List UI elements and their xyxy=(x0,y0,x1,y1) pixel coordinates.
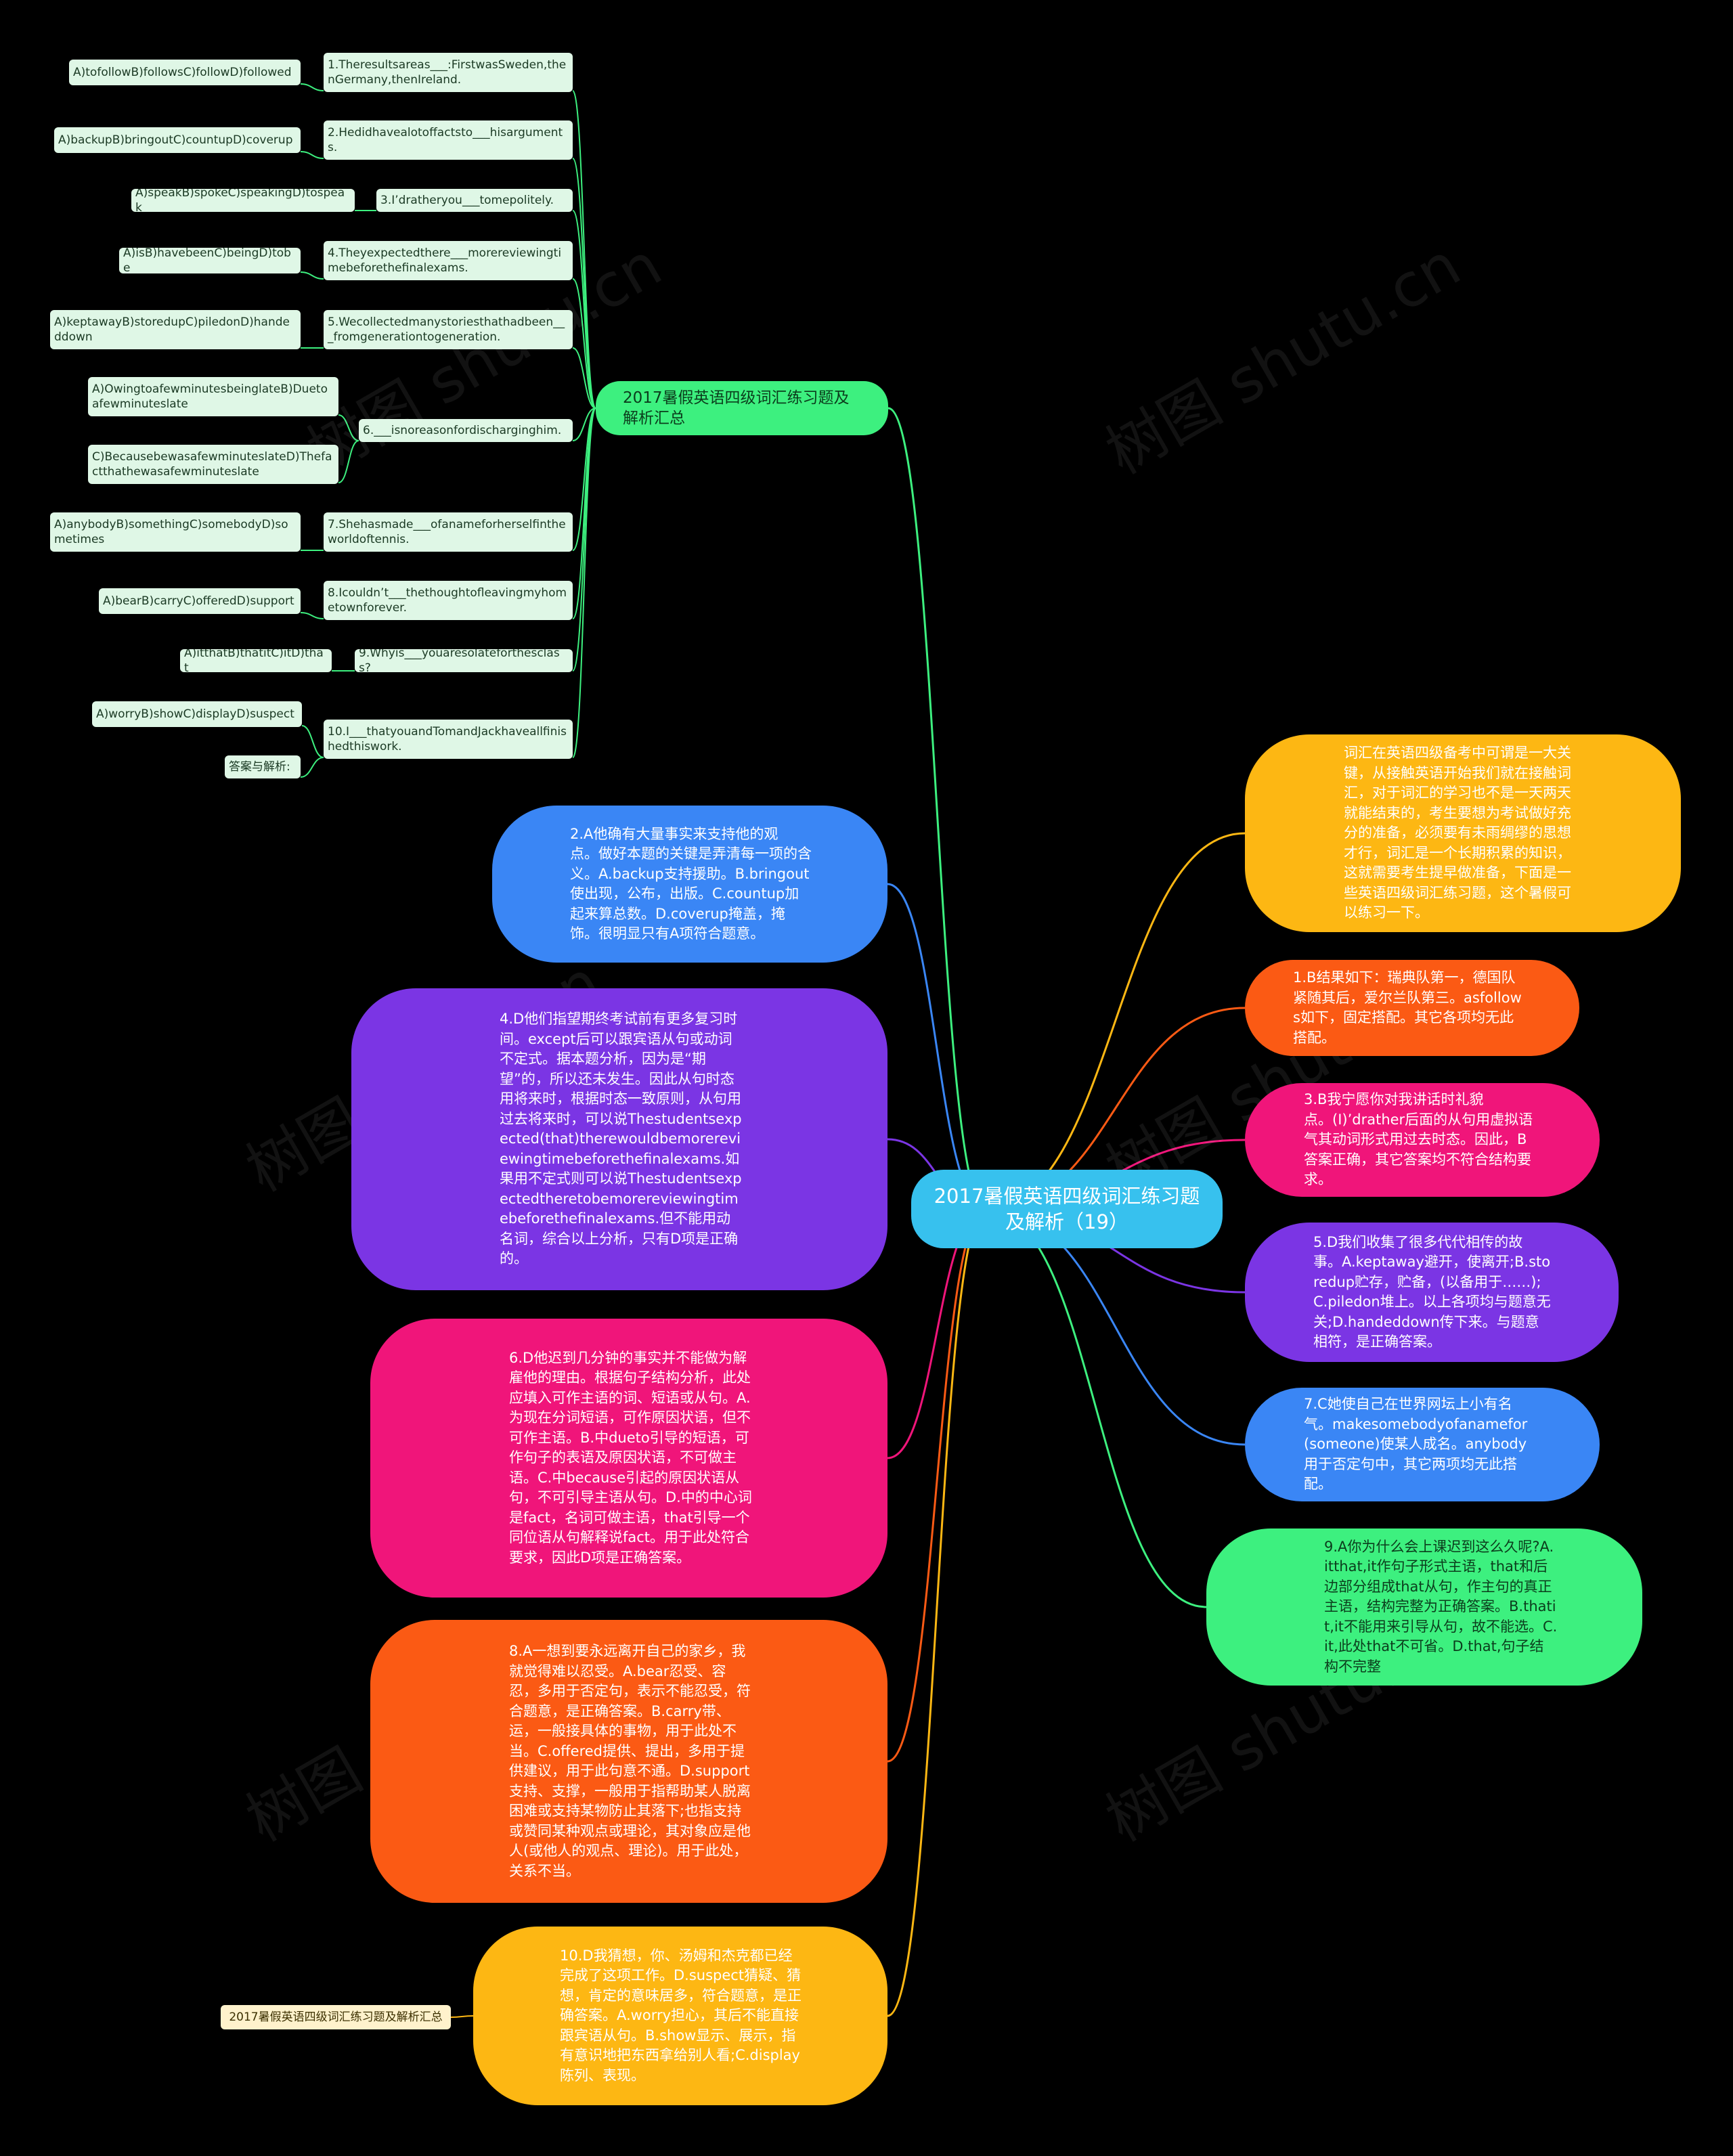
answer-bubble-4[interactable]: 4.D他们指望期终考试前有更多复习时间。except后可以跟宾语从句或动词不定… xyxy=(351,988,887,1290)
options-text: A)tofollowB)followsC)followD)followed xyxy=(73,65,292,80)
answer-bubble-1[interactable]: 1.B结果如下：瑞典队第一，德国队紧随其后，爱尔兰队第三。asfollows如… xyxy=(1245,960,1579,1056)
connector-line xyxy=(301,84,324,91)
answer-bubble-7[interactable]: 7.C她使自己在世界网坛上小有名气。makesomebodyofanamefo… xyxy=(1245,1388,1600,1501)
summary-link-label[interactable]: 2017暑假英语四级词汇练习题及解析汇总 xyxy=(221,2005,451,2029)
connector-line xyxy=(451,2016,473,2017)
options-node[interactable]: A)worryB)showC)displayD)suspect xyxy=(92,701,302,727)
question-text: 9.Whyis___youaresolateforthesclass? xyxy=(359,649,569,672)
options-node[interactable]: C)BecausebewasafewminuteslateD)Thefactth… xyxy=(88,445,338,484)
connector-line xyxy=(302,726,324,757)
options-node[interactable]: A)anybodyB)somethingC)somebodyD)sometime… xyxy=(50,512,301,552)
options-text: A)itthatB)thatitC)itD)that xyxy=(184,649,328,672)
answer-text: 9.A你为什么会上课迟到这么久呢?A.itthat,it作句子形式主语，that… xyxy=(1324,1537,1558,1677)
connector-line xyxy=(573,408,596,757)
answer-text: 1.B结果如下：瑞典队第一，德国队紧随其后，爱尔兰队第三。asfollows如… xyxy=(1293,968,1522,1048)
answer-bubble-3[interactable]: 3.B我宁愿你对我讲话时礼貌点。(I)’drather后面的从句用虚拟语气其动… xyxy=(1245,1083,1600,1197)
options-node[interactable]: A)backupB)bringoutC)countupD)coverup xyxy=(54,127,301,153)
question-node[interactable]: 1.Theresultsareas___:FirstwasSweden,then… xyxy=(324,53,573,92)
answer-text: 8.A一想到要永远离开自己的家乡，我就觉得难以忍受。A.bear忍受、容忍，多用… xyxy=(509,1642,752,1881)
options-node[interactable]: A)isB)havebeenC)beingD)tobe xyxy=(119,248,301,273)
question-text: 10.I___thatyouandTomandJackhaveallfinish… xyxy=(328,724,569,754)
options-node[interactable]: A)tofollowB)followsC)followD)followed xyxy=(69,60,301,85)
question-text: 6.___isnoreasonfordischarginghim. xyxy=(363,423,561,438)
options-text: A)bearB)carryC)offeredD)support xyxy=(103,594,294,609)
question-node[interactable]: 7.Shehasmade___ofanameforherselfinthewor… xyxy=(324,512,573,552)
options-node[interactable]: A)keptawayB)storedupC)piledonD)handeddow… xyxy=(50,310,301,349)
connector-line xyxy=(887,884,986,1209)
answer-text: 7.C她使自己在世界网坛上小有名气。makesomebodyofanamefo… xyxy=(1304,1394,1539,1495)
connector-line xyxy=(301,272,324,279)
answer-bubble-10[interactable]: 10.D我猜想，你、汤姆和杰克都已经完成了这项工作。D.suspect猜疑、猜想… xyxy=(473,1927,887,2105)
center-topic-label: 2017暑假英语四级词汇练习题及解析（19） xyxy=(931,1183,1202,1235)
center-topic[interactable]: 2017暑假英语四级词汇练习题及解析（19） xyxy=(911,1170,1223,1248)
question-text: 5.Wecollectedmanystoriesthathadbeen___fr… xyxy=(328,315,569,345)
answer-text: 10.D我猜想，你、汤姆和杰克都已经完成了这项工作。D.suspect猜疑、猜想… xyxy=(560,1946,805,2086)
question-text: 2.Hedidhavealotoffactsto___hisarguments. xyxy=(328,125,569,155)
options-node[interactable]: A)itthatB)thatitC)itD)that xyxy=(180,649,332,672)
connector-line xyxy=(887,1209,986,1761)
options-node[interactable]: A)OwingtoafewminutesbeinglateB)Duetoafew… xyxy=(88,377,338,416)
answer-bubble-2[interactable]: 2.A他确有大量事实来支持他的观点。做好本题的关键是弄清每一项的含义。A.ba… xyxy=(492,806,887,963)
intro-text: 词汇在英语四级备考中可谓是一大关键，从接触英语开始我们就在接触词汇，对于词汇的学… xyxy=(1344,743,1576,923)
options-text: A)anybodyB)somethingC)somebodyD)sometime… xyxy=(54,517,297,547)
connector-line xyxy=(301,757,324,777)
answer-bubble-9[interactable]: 9.A你为什么会上课迟到这么久呢?A.itthat,it作句子形式主语，that… xyxy=(1206,1528,1642,1686)
answer-bubble-8[interactable]: 8.A一想到要永远离开自己的家乡，我就觉得难以忍受。A.bear忍受、容忍，多用… xyxy=(370,1620,887,1903)
question-text: 1.Theresultsareas___:FirstwasSweden,then… xyxy=(328,58,569,87)
options-text: A)isB)havebeenC)beingD)tobe xyxy=(123,248,297,273)
question-node[interactable]: 6.___isnoreasonfordischarginghim. xyxy=(359,419,573,442)
question-node[interactable]: 5.Wecollectedmanystoriesthathadbeen___fr… xyxy=(324,310,573,349)
connector-line xyxy=(301,613,324,619)
branch-topic-summary[interactable]: 2017暑假英语四级词汇练习题及解析汇总 xyxy=(596,381,888,435)
answer-bubble-6[interactable]: 6.D他迟到几分钟的事实并不能做为解雇他的理由。根据句子结构分析，此处应填入可… xyxy=(370,1319,887,1598)
question-text: 4.Theyexpectedthere___morereviewingtimeb… xyxy=(328,246,569,276)
options-text: A)OwingtoafewminutesbeinglateB)Duetoafew… xyxy=(92,382,334,412)
answer-text: 5.D我们收集了很多代代相传的故事。A.keptaway避开，使离开;B.sto… xyxy=(1313,1233,1551,1352)
summary-link-text: 2017暑假英语四级词汇练习题及解析汇总 xyxy=(229,2010,442,2025)
question-text: 8.Icouldn’t___thethoughtofleavingmyhomet… xyxy=(328,586,569,615)
answer-text: 3.B我宁愿你对我讲话时礼貌点。(I)’drather后面的从句用虚拟语气其动… xyxy=(1304,1090,1539,1190)
question-text: 3.I’dratheryou___tomepolitely. xyxy=(380,193,554,208)
options-text: A)worryB)showC)displayD)suspect xyxy=(96,707,294,722)
answer-key-label[interactable]: 答案与解析: xyxy=(225,755,301,778)
intro-bubble[interactable]: 词汇在英语四级备考中可谓是一大关键，从接触英语开始我们就在接触词汇，对于词汇的学… xyxy=(1245,734,1681,932)
question-node[interactable]: 10.I___thatyouandTomandJackhaveallfinish… xyxy=(324,720,573,759)
question-node[interactable]: 2.Hedidhavealotoffactsto___hisarguments. xyxy=(324,120,573,160)
options-text: C)BecausebewasafewminuteslateD)Thefactth… xyxy=(92,449,334,479)
answer-text: 6.D他迟到几分钟的事实并不能做为解雇他的理由。根据句子结构分析，此处应填入可… xyxy=(509,1348,752,1568)
question-text: 7.Shehasmade___ofanameforherselfinthewor… xyxy=(328,517,569,547)
answer-text: 4.D他们指望期终考试前有更多复习时间。except后可以跟宾语从句或动词不定… xyxy=(500,1009,742,1269)
answer-text: 2.A他确有大量事实来支持他的观点。做好本题的关键是弄清每一项的含义。A.ba… xyxy=(570,824,813,944)
answer-bubble-5[interactable]: 5.D我们收集了很多代代相传的故事。A.keptaway避开，使离开;B.sto… xyxy=(1245,1223,1619,1362)
options-text: A)keptawayB)storedupC)piledonD)handeddow… xyxy=(54,315,297,345)
question-node[interactable]: 8.Icouldn’t___thethoughtofleavingmyhomet… xyxy=(324,581,573,620)
branch-topic-label: 2017暑假英语四级词汇练习题及解析汇总 xyxy=(623,388,861,428)
answer-key-text: 答案与解析: xyxy=(229,760,290,774)
question-node[interactable]: 9.Whyis___youaresolateforthesclass? xyxy=(355,649,573,672)
options-node[interactable]: A)bearB)carryC)offeredD)support xyxy=(99,588,301,614)
question-node[interactable]: 4.Theyexpectedthere___morereviewingtimeb… xyxy=(324,241,573,280)
connector-line xyxy=(301,152,324,158)
question-node[interactable]: 3.I’dratheryou___tomepolitely. xyxy=(376,189,573,212)
connector-line xyxy=(888,408,986,1209)
options-text: A)speakB)spokeC)speakingD)tospeak xyxy=(135,189,351,212)
connector-line xyxy=(573,408,596,671)
options-node[interactable]: A)speakB)spokeC)speakingD)tospeak xyxy=(131,189,355,212)
connector-line xyxy=(986,1209,1206,1607)
options-text: A)backupB)bringoutC)countupD)coverup xyxy=(58,133,292,148)
